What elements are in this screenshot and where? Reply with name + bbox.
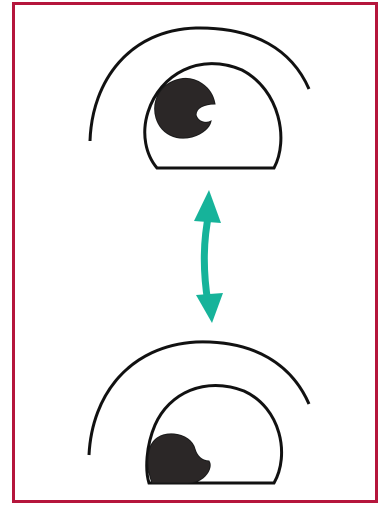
top-eye	[90, 28, 309, 168]
arrow-head-down	[196, 293, 223, 323]
arrow-head-up	[194, 190, 221, 223]
arrow-shaft	[204, 213, 209, 303]
double-headed-arrow-icon	[194, 190, 223, 323]
bottom-eye	[89, 342, 309, 483]
